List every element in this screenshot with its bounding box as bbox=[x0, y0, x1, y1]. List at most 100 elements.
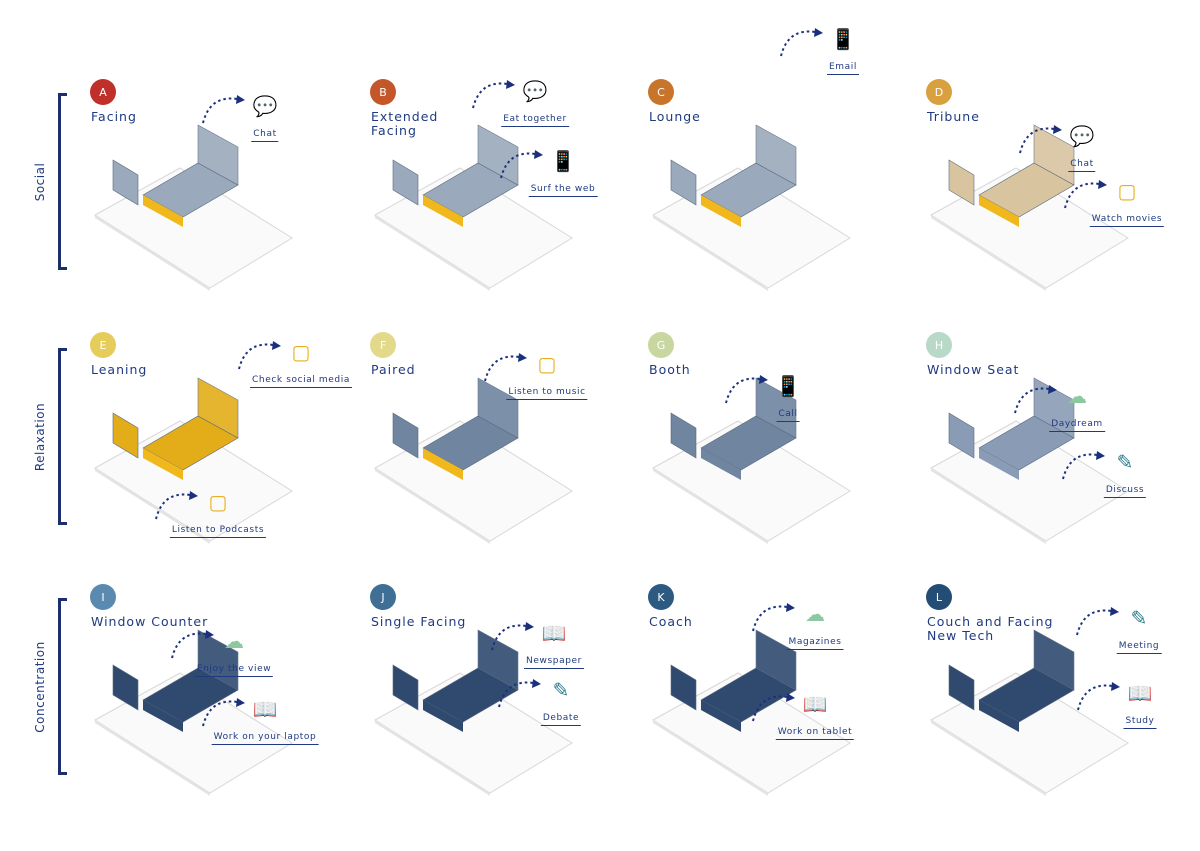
activity: 📖Study bbox=[1123, 682, 1157, 729]
floor-edge bbox=[653, 215, 768, 291]
activity: 📱Email bbox=[827, 27, 859, 75]
seat-side bbox=[143, 448, 183, 480]
section-label: Relaxation bbox=[33, 402, 47, 471]
letter-badge: G bbox=[648, 332, 674, 358]
seat-side bbox=[143, 195, 183, 227]
book-icon: 📖 bbox=[252, 697, 278, 721]
section-bracket bbox=[58, 348, 67, 525]
pen-icon: ✎ bbox=[1130, 606, 1148, 630]
activity-label: Listen to Podcasts bbox=[169, 525, 267, 538]
section-label: Concentration bbox=[33, 640, 47, 733]
dashed-arrow bbox=[238, 343, 274, 370]
arrowhead bbox=[1098, 180, 1107, 189]
arrowhead bbox=[272, 341, 281, 350]
dashed-arrow bbox=[500, 152, 536, 179]
facing-seat bbox=[392, 412, 419, 459]
card-title: Leaning bbox=[91, 362, 148, 377]
arrowhead bbox=[1053, 125, 1062, 134]
activity-label: Debate bbox=[540, 713, 582, 726]
seat-side bbox=[701, 700, 741, 732]
cloud-icon: ☁ bbox=[1066, 384, 1087, 408]
arrowhead bbox=[205, 630, 214, 639]
facing-seat bbox=[948, 159, 975, 206]
dashed-arrow bbox=[1062, 453, 1098, 480]
letter-badge: K bbox=[648, 584, 674, 610]
dashed-arrow bbox=[155, 493, 191, 520]
letter-badge: E bbox=[90, 332, 116, 358]
cloud-icon: ☁ bbox=[804, 602, 825, 626]
seat-side bbox=[979, 195, 1019, 227]
facing-seat bbox=[948, 664, 975, 711]
seat-back bbox=[197, 124, 239, 186]
floor-edge bbox=[95, 720, 210, 796]
activity-label: Magazines bbox=[786, 637, 844, 650]
section-label: Social bbox=[33, 162, 47, 201]
chat-icon: 💬 bbox=[522, 79, 548, 103]
seat-side bbox=[979, 448, 1019, 480]
activity-label: Daydream bbox=[1049, 419, 1105, 432]
facing-seat bbox=[112, 664, 139, 711]
activity-label: Discuss bbox=[1103, 485, 1147, 498]
activity: ▢Check social media bbox=[250, 341, 352, 388]
card-title: Paired bbox=[371, 362, 416, 377]
arrowhead bbox=[814, 28, 823, 37]
facing-seat bbox=[670, 664, 697, 711]
phone-icon: 📱 bbox=[830, 27, 856, 51]
seat-side bbox=[423, 448, 463, 480]
chat-icon: 💬 bbox=[252, 94, 278, 118]
card-title: Coach bbox=[649, 614, 693, 629]
facing-seat bbox=[670, 412, 697, 459]
activity-label: Chat bbox=[1068, 159, 1096, 172]
activity: ▢Listen to Podcasts bbox=[169, 491, 267, 538]
seat-side bbox=[143, 700, 183, 732]
arrowhead bbox=[1110, 607, 1119, 616]
pen-icon: ✎ bbox=[552, 678, 570, 702]
card-title: Lounge bbox=[649, 109, 701, 124]
arrowhead bbox=[236, 698, 245, 707]
seat-back bbox=[755, 124, 797, 186]
letter-badge: J bbox=[370, 584, 396, 610]
letter-badge: L bbox=[926, 584, 952, 610]
arrowhead bbox=[759, 375, 768, 384]
dashed-arrow bbox=[752, 605, 788, 632]
dashed-arrow bbox=[752, 695, 788, 722]
seat-back bbox=[1033, 377, 1075, 439]
activity: ✎ Meeting bbox=[1116, 606, 1162, 654]
cloud-icon: ☁ bbox=[224, 629, 244, 653]
seat-back bbox=[1033, 629, 1075, 691]
facing-seat bbox=[392, 664, 419, 711]
seat-side bbox=[979, 700, 1019, 732]
seat-back bbox=[755, 377, 797, 439]
seat-back bbox=[477, 377, 519, 439]
activity: ☁Enjoy the view bbox=[194, 629, 274, 677]
activity-label: Watch movies bbox=[1089, 214, 1165, 227]
letter-badge: D bbox=[926, 79, 952, 105]
card-title: Tribune bbox=[927, 109, 980, 124]
arrowhead bbox=[236, 95, 245, 104]
arrowhead bbox=[786, 603, 795, 612]
activity: ☁ Magazines bbox=[786, 602, 844, 650]
card-title: Booth bbox=[649, 362, 691, 377]
dashed-arrow bbox=[1064, 182, 1100, 209]
arrowhead bbox=[189, 491, 198, 500]
section-bracket bbox=[58, 598, 67, 775]
dashed-arrow bbox=[1014, 387, 1050, 414]
arrowhead bbox=[532, 679, 541, 688]
floor-edge bbox=[931, 468, 1046, 544]
arrowhead bbox=[786, 693, 795, 702]
dashed-arrow bbox=[491, 624, 527, 651]
dashed-arrow bbox=[725, 377, 761, 404]
seat-side bbox=[423, 700, 463, 732]
letter-badge: H bbox=[926, 332, 952, 358]
letter-badge: B bbox=[370, 79, 396, 105]
activity-label: Newspaper bbox=[524, 656, 584, 669]
arrowhead bbox=[1048, 385, 1057, 394]
activity-label: Call bbox=[776, 409, 800, 422]
section-social: Social bbox=[28, 93, 68, 270]
dashed-arrow bbox=[498, 681, 534, 708]
activity-label: Meeting bbox=[1116, 641, 1162, 654]
section-relaxation: Relaxation bbox=[28, 348, 68, 525]
dashed-arrow bbox=[780, 30, 816, 57]
